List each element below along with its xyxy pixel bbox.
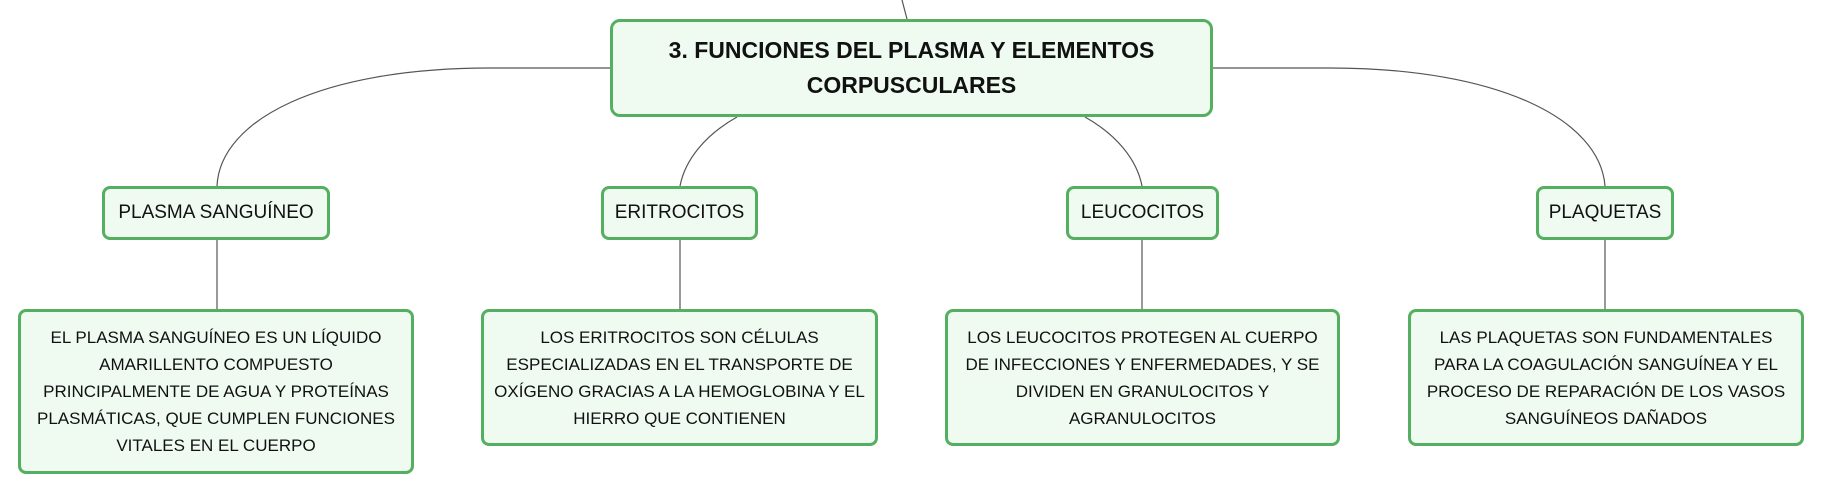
- branch-leucocitos[interactable]: LEUCOCITOS: [1066, 186, 1219, 240]
- root-topic[interactable]: 3. FUNCIONES DEL PLASMA Y ELEMENTOS CORP…: [610, 19, 1213, 117]
- leaf-description: EL PLASMA SANGUÍNEO ES UN LÍQUIDO AMARIL…: [36, 328, 395, 455]
- branch-label: PLASMA SANGUÍNEO: [118, 202, 314, 223]
- branch-label: LEUCOCITOS: [1080, 202, 1205, 223]
- leaf-description: LOS ERITROCITOS SON CÉLULAS ESPECIALIZAD…: [494, 327, 865, 428]
- connector-root-plaquetas: [1213, 67, 1606, 187]
- connector-root-eritrocitos: [679, 116, 738, 187]
- leaf-eritrocitos[interactable]: LOS ERITROCITOS SON CÉLULAS ESPECIALIZAD…: [481, 309, 878, 446]
- leaf-description: LAS PLAQUETAS SON FUNDAMENTALES PARA LA …: [1426, 327, 1786, 428]
- branch-label: PLAQUETAS: [1548, 202, 1662, 223]
- leaf-plaquetas[interactable]: LAS PLAQUETAS SON FUNDAMENTALES PARA LA …: [1408, 309, 1804, 446]
- branch-label: ERITROCITOS: [614, 202, 745, 223]
- root-topic-title: 3. FUNCIONES DEL PLASMA Y ELEMENTOS CORP…: [668, 37, 1155, 98]
- branch-plasma-sanguineo[interactable]: PLASMA SANGUÍNEO: [102, 186, 330, 240]
- leaf-leucocitos[interactable]: LOS LEUCOCITOS PROTEGEN AL CUERPO DE INF…: [945, 309, 1340, 446]
- branch-eritrocitos[interactable]: ERITROCITOS: [601, 186, 758, 240]
- branch-plaquetas[interactable]: PLAQUETAS: [1536, 186, 1674, 240]
- connector-root-plasma: [216, 67, 610, 187]
- leaf-description: LOS LEUCOCITOS PROTEGEN AL CUERPO DE INF…: [965, 327, 1320, 428]
- parent-connector: [901, 0, 908, 20]
- leaf-plasma-sanguineo[interactable]: EL PLASMA SANGUÍNEO ES UN LÍQUIDO AMARIL…: [18, 309, 414, 474]
- connector-root-leucocitos: [1084, 116, 1143, 187]
